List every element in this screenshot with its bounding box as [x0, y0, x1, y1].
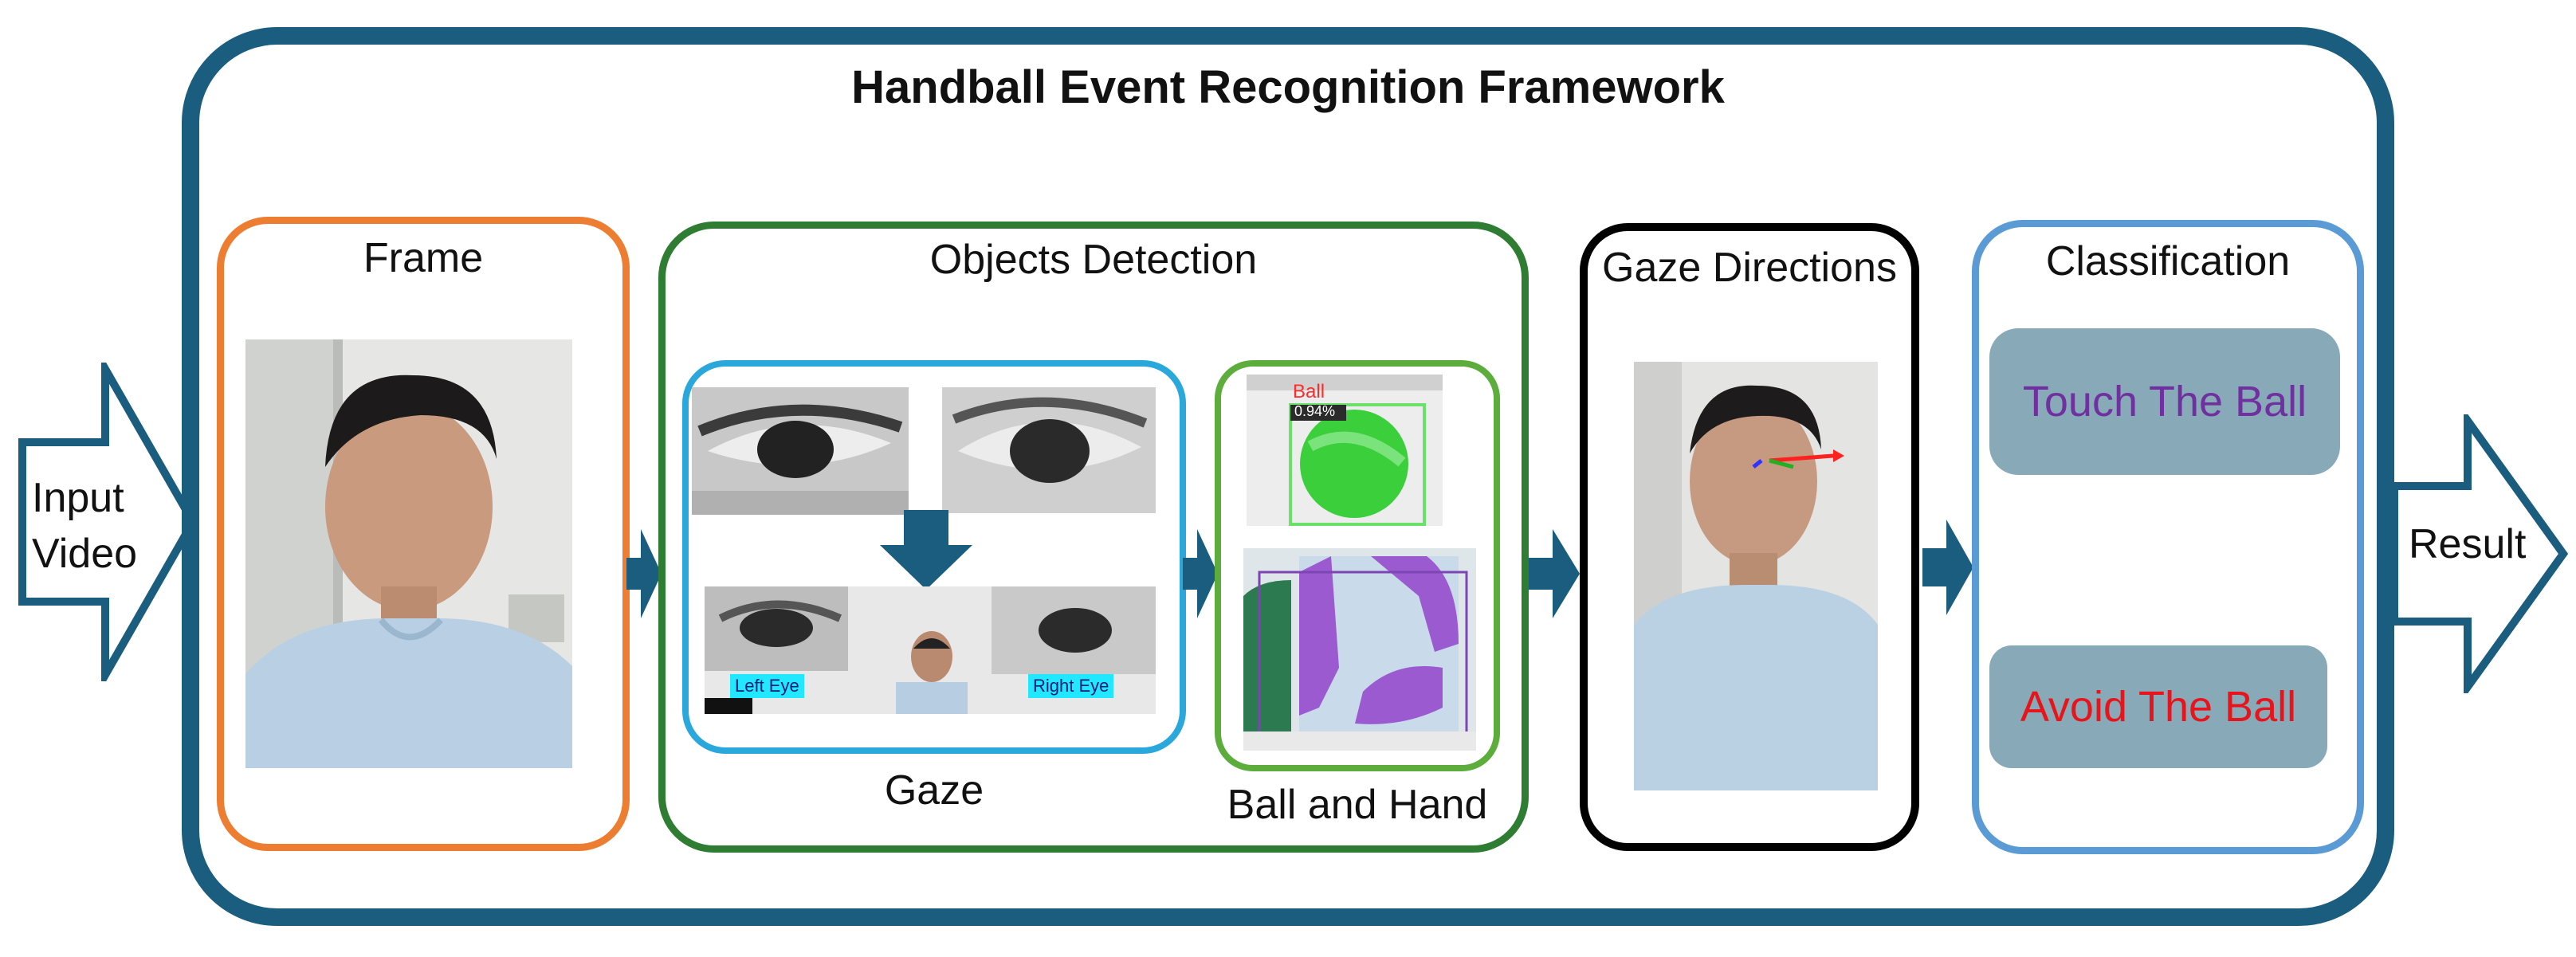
gaze-directions-title: Gaze Directions — [1602, 245, 1897, 291]
input-arrow — [18, 363, 198, 681]
right-eye-tag: Right Eye — [1028, 674, 1114, 698]
connector-arrow-2 — [1183, 529, 1218, 618]
connector-arrow-1 — [626, 529, 662, 618]
ball-hand-subtitle: Ball and Hand — [1227, 782, 1488, 828]
hand-detection-image — [1243, 548, 1476, 751]
eye-detection-image: Left Eye Right Eye — [705, 586, 1156, 714]
gaze-subtitle: Gaze — [884, 767, 984, 814]
result-arrow — [2390, 414, 2569, 693]
ball-detection-image: Ball 0.94% — [1247, 375, 1443, 526]
class-avoid-label: Avoid The Ball — [2020, 683, 2297, 731]
gaze-direction-photo — [1634, 362, 1878, 790]
input-label: Input Video — [32, 470, 151, 582]
down-arrow — [880, 510, 972, 590]
result-label: Result — [2409, 521, 2527, 567]
left-eye-closeup — [692, 387, 909, 515]
connector-arrow-4 — [1922, 520, 1973, 615]
class-touch-label: Touch The Ball — [2022, 378, 2307, 426]
classification-title: Classification — [2045, 238, 2291, 284]
ball-confidence: 0.94% — [1294, 403, 1336, 419]
class-touch-the-ball: Touch The Ball — [1989, 328, 2340, 475]
class-avoid-the-ball: Avoid The Ball — [1989, 645, 2327, 768]
objects-detection-title: Objects Detection — [929, 237, 1258, 283]
frame-person-photo — [245, 339, 572, 768]
diagram-title: Handball Event Recognition Framework — [851, 61, 1725, 113]
right-eye-closeup — [942, 387, 1156, 513]
left-eye-tag: Left Eye — [730, 674, 804, 698]
connector-arrow-3 — [1529, 529, 1580, 618]
input-label-line-2: Video — [32, 531, 138, 577]
frame-title: Frame — [363, 235, 484, 281]
ball-tag: Ball — [1293, 381, 1325, 402]
input-label-line-1: Input — [32, 475, 124, 521]
